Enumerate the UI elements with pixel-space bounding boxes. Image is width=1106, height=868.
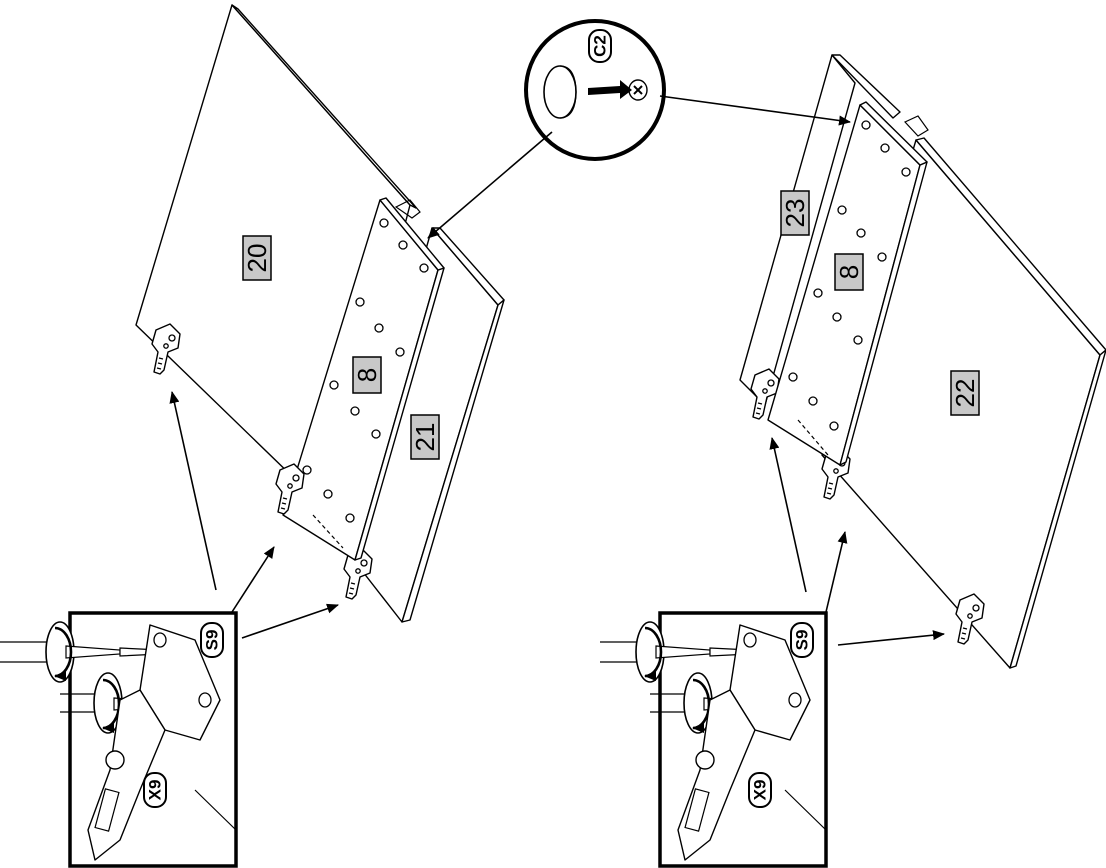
arrow-callout-to-right (659, 95, 851, 126)
instruction-arrows (169, 95, 945, 646)
arrow-to-right-back-hinge (769, 437, 807, 593)
left-back-panel-hinge (151, 323, 181, 375)
cap-callout: C2 (524, 19, 666, 161)
left-door-label: 8 (352, 356, 382, 394)
svg-text:23: 23 (780, 199, 810, 228)
right-side-panel-hinge-lower (955, 593, 985, 645)
left-screw-part-label: S9 (200, 622, 224, 658)
right-side-panel-label: 22 (950, 370, 980, 416)
svg-text:C2: C2 (591, 35, 610, 57)
svg-text:S9: S9 (793, 630, 812, 651)
left-hinge-detail: S9 X9 (0, 611, 238, 868)
arrow-to-right-side-hinge-upper (825, 531, 848, 613)
arrow-to-left-back-hinge (169, 391, 217, 591)
svg-text:21: 21 (410, 423, 440, 452)
arrow-to-right-side-hinge-lower (837, 630, 945, 646)
svg-text:8: 8 (834, 265, 864, 279)
left-side-panel-label: 21 (410, 414, 440, 460)
cap-icon (543, 65, 648, 119)
right-door-label: 8 (834, 253, 864, 291)
right-screw-part-label: S9 (790, 622, 814, 658)
left-detail-hinge-icon (87, 624, 237, 861)
svg-text:X9: X9 (146, 780, 165, 801)
svg-text:20: 20 (242, 244, 272, 273)
arrow-to-left-side-hinge (241, 603, 339, 639)
left-assembly: 20 8 21 (135, 4, 505, 623)
right-hinge-part-label: X9 (748, 772, 772, 808)
arrow-callout-to-left (427, 131, 553, 239)
arrow-to-left-door-hinge (231, 546, 275, 613)
right-detail-hinge-icon (677, 624, 827, 861)
svg-text:8: 8 (352, 368, 382, 382)
right-hinge-detail: S9 X9 (600, 611, 828, 868)
svg-text:S9: S9 (203, 630, 222, 651)
cap-part-label: C2 (588, 29, 612, 63)
svg-text:X9: X9 (751, 780, 770, 801)
left-screwdriver-upper (0, 621, 161, 683)
left-hinge-part-label: X9 (143, 772, 167, 808)
right-back-panel-label: 23 (780, 190, 810, 236)
svg-text:22: 22 (950, 379, 980, 408)
right-assembly: 23 8 22 (739, 54, 1106, 669)
left-back-panel-label: 20 (242, 235, 272, 281)
